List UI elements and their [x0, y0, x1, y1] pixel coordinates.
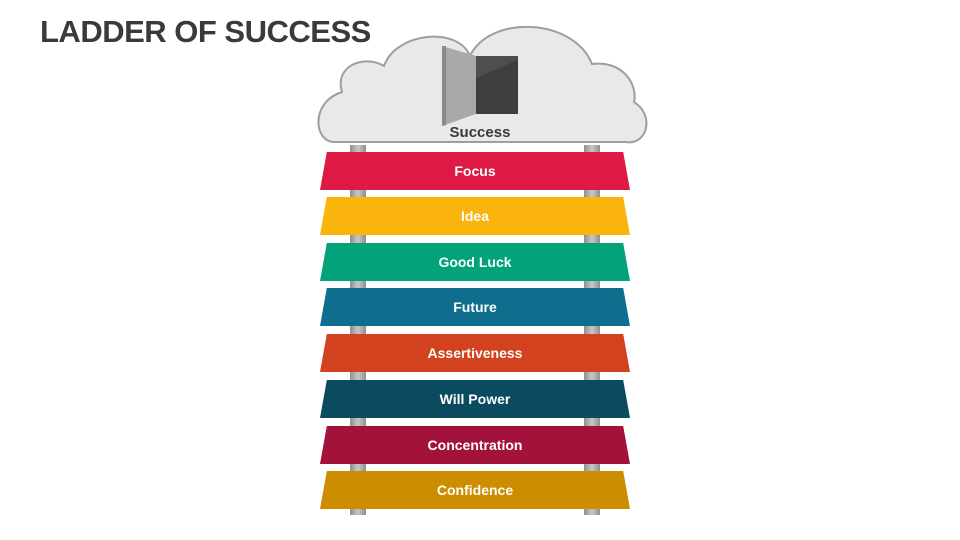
- ladder-step-label: Focus: [454, 163, 496, 179]
- ladder-step: Concentration: [320, 426, 630, 464]
- slide-title: LADDER OF SUCCESS: [40, 14, 371, 49]
- ladder-step-label: Future: [453, 299, 497, 315]
- ladder-step: Will Power: [320, 380, 630, 418]
- ladder-step-label: Confidence: [436, 482, 514, 498]
- open-door-icon: [442, 46, 518, 126]
- ladder-step: Assertiveness: [320, 334, 630, 372]
- ladder-step: Idea: [320, 197, 630, 235]
- ladder-step: Future: [320, 288, 630, 326]
- success-cloud: [317, 26, 648, 144]
- ladder-step-label: Will Power: [439, 391, 511, 407]
- cloud-label: Success: [449, 124, 511, 141]
- ladder-step-label: Good Luck: [438, 254, 512, 270]
- ladder-step-label: Idea: [460, 208, 489, 224]
- ladder-left-rail: [350, 145, 366, 515]
- ladder-step-label: Concentration: [427, 437, 523, 453]
- ladder-step: Focus: [320, 152, 630, 190]
- ladder-step: Good Luck: [320, 243, 630, 281]
- ladder-step-label: Assertiveness: [427, 345, 523, 361]
- ladder-right-rail: [584, 145, 600, 515]
- ladder-step: Confidence: [320, 471, 630, 509]
